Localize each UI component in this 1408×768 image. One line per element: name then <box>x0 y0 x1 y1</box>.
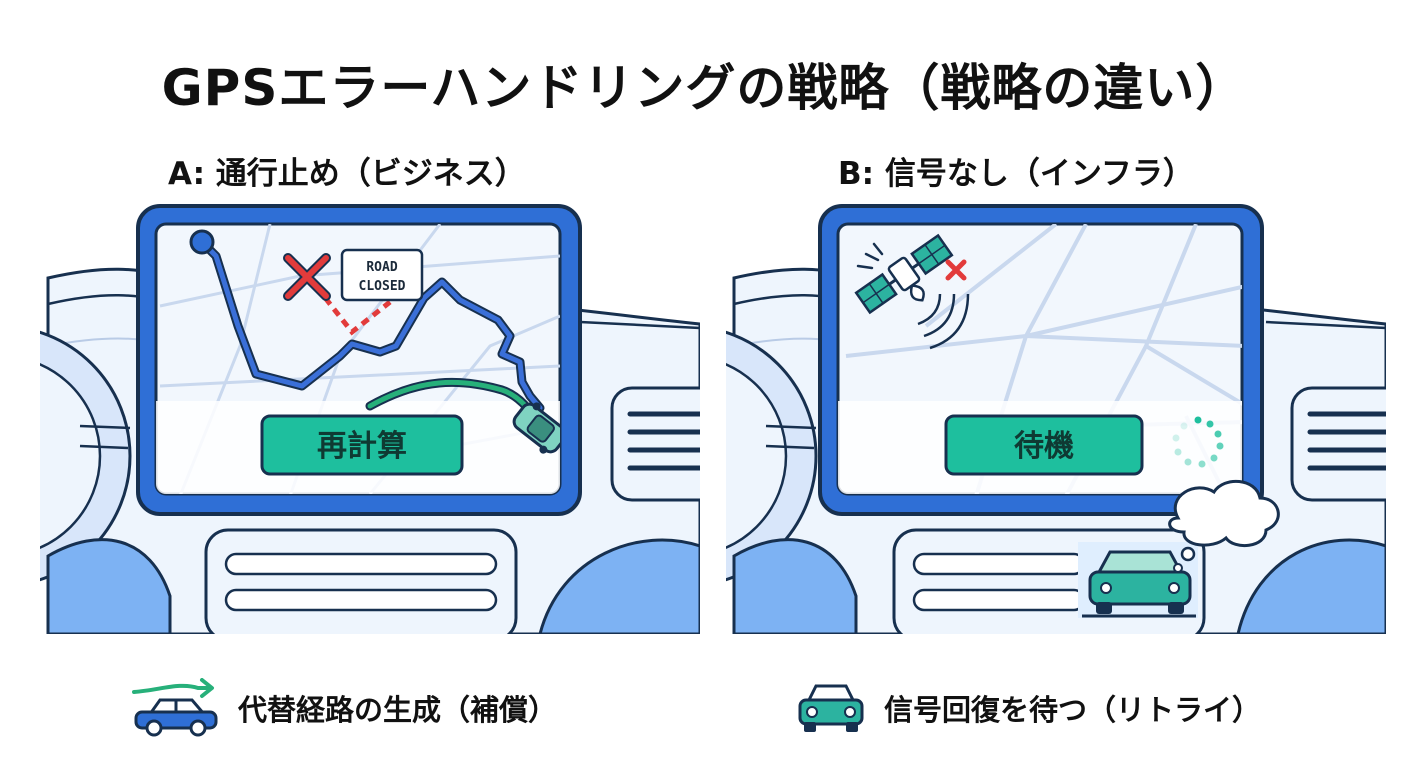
no-signal-x-icon <box>945 259 967 281</box>
recalculate-button[interactable]: 再計算 <box>260 414 464 476</box>
panel-a-caption-text: 代替経路の生成（補償） <box>238 693 558 727</box>
recalculate-button-label: 再計算 <box>317 429 407 464</box>
steering-wheel-icon <box>726 330 818 582</box>
page-title: GPSエラーハンドリングの戦略（戦略の違い） <box>161 59 1247 117</box>
satellite-icon <box>854 233 970 350</box>
waiting-car-icon <box>1078 542 1198 618</box>
car-reroute-icon <box>132 678 218 737</box>
road-closed-x-icon <box>283 253 331 301</box>
steering-wheel-icon <box>40 330 132 582</box>
car-icon <box>512 402 560 454</box>
air-vent-icon <box>610 386 700 502</box>
wait-button[interactable]: 待機 <box>944 414 1144 476</box>
closed-road-segment <box>306 274 392 336</box>
panel-a-scene: ROAD CLOSED 再計算 <box>40 196 700 646</box>
seat-left <box>46 538 172 634</box>
seat-right <box>1236 538 1386 634</box>
console-vent <box>204 528 518 634</box>
panel-a-heading: A: 通行止め（ビジネス） <box>168 156 526 192</box>
panel-b-scene: 待機 <box>726 196 1386 646</box>
thought-bubble-icon <box>1168 479 1280 573</box>
wait-button-label: 待機 <box>1014 429 1074 464</box>
route-start-pin <box>189 229 215 255</box>
panel-a-caption: 代替経路の生成（補償） <box>130 678 557 738</box>
loading-spinner-icon <box>1172 416 1224 468</box>
navigation-screen: 待機 <box>818 204 1264 516</box>
navigation-screen: ROAD CLOSED 再計算 <box>136 204 582 516</box>
road-closed-sign-line2: CLOSED <box>359 279 406 294</box>
road-closed-sign-line1: ROAD <box>366 260 397 275</box>
road-closed-sign: ROAD CLOSED <box>340 248 424 302</box>
panel-b-caption: 信号回復を待つ（リトライ） <box>796 678 1261 738</box>
air-vent-icon <box>1290 386 1386 502</box>
car-front-icon <box>798 684 864 732</box>
panel-b-heading: B: 信号なし（インフラ） <box>838 156 1194 192</box>
seat-left <box>732 538 858 634</box>
panel-b-caption-text: 信号回復を待つ（リトライ） <box>884 693 1262 727</box>
seat-right <box>538 538 700 634</box>
